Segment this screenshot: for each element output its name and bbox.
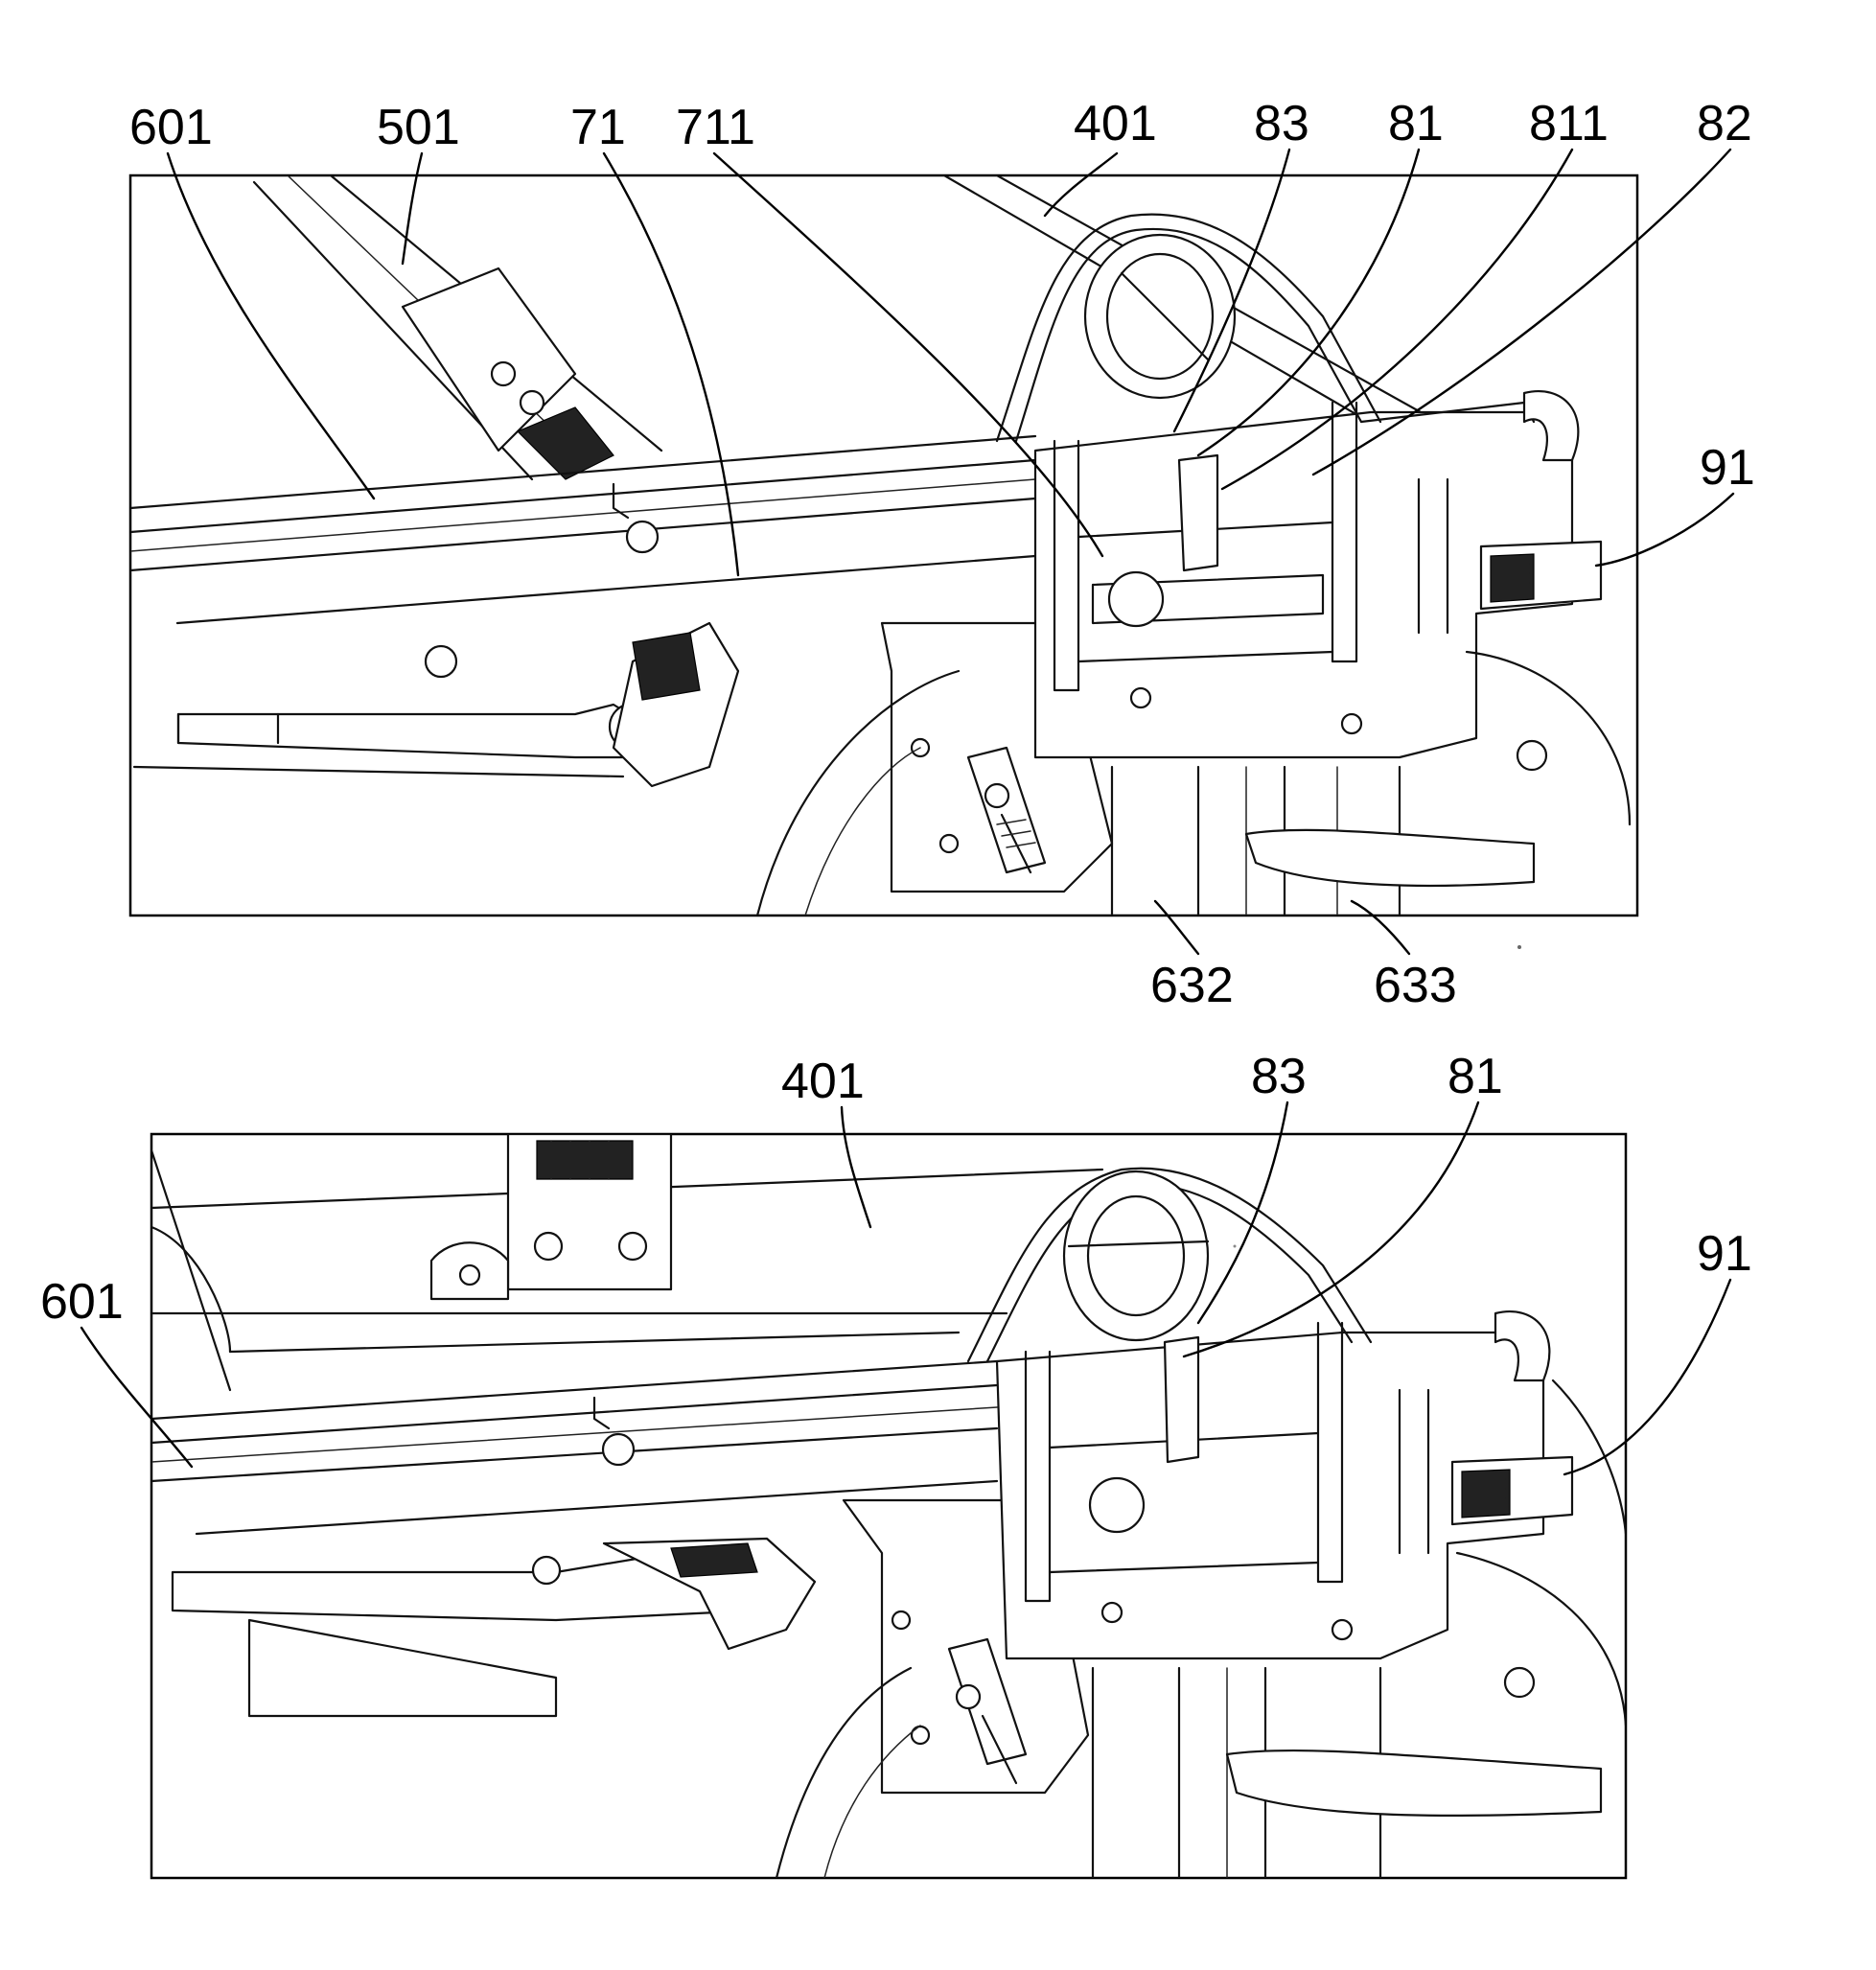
label-401-top: 401	[1074, 96, 1157, 151]
label-91-bottom: 91	[1697, 1226, 1752, 1282]
label-633: 633	[1374, 958, 1457, 1013]
top-figure	[130, 175, 1637, 915]
spring-part-91-bottom	[1452, 1457, 1572, 1524]
spring-part-91	[1481, 542, 1601, 609]
label-601-bottom: 601	[40, 1274, 124, 1330]
bar-401-bottom	[151, 1134, 1102, 1390]
link-arm-bottom	[173, 1539, 815, 1716]
label-81-top: 81	[1388, 96, 1444, 151]
link-arm	[134, 623, 738, 786]
wire-loop-bottom	[968, 1169, 1371, 1361]
bottom-figure	[151, 1134, 1626, 1878]
label-811: 811	[1529, 96, 1609, 151]
wire-loop	[997, 215, 1380, 441]
label-83-bottom: 83	[1251, 1049, 1307, 1104]
label-711: 711	[676, 100, 755, 155]
label-81-bottom: 81	[1448, 1049, 1503, 1104]
label-632: 632	[1150, 958, 1234, 1013]
label-601-top: 601	[129, 100, 213, 155]
label-91-top: 91	[1700, 440, 1755, 496]
label-71: 71	[570, 100, 626, 155]
bottom-labels: 401 83 81 91 601	[40, 1049, 1752, 1330]
label-401-bottom: 401	[781, 1054, 865, 1109]
label-83-top: 83	[1254, 96, 1309, 151]
tube-501	[254, 175, 661, 479]
label-82: 82	[1697, 96, 1752, 151]
label-501: 501	[377, 100, 460, 155]
